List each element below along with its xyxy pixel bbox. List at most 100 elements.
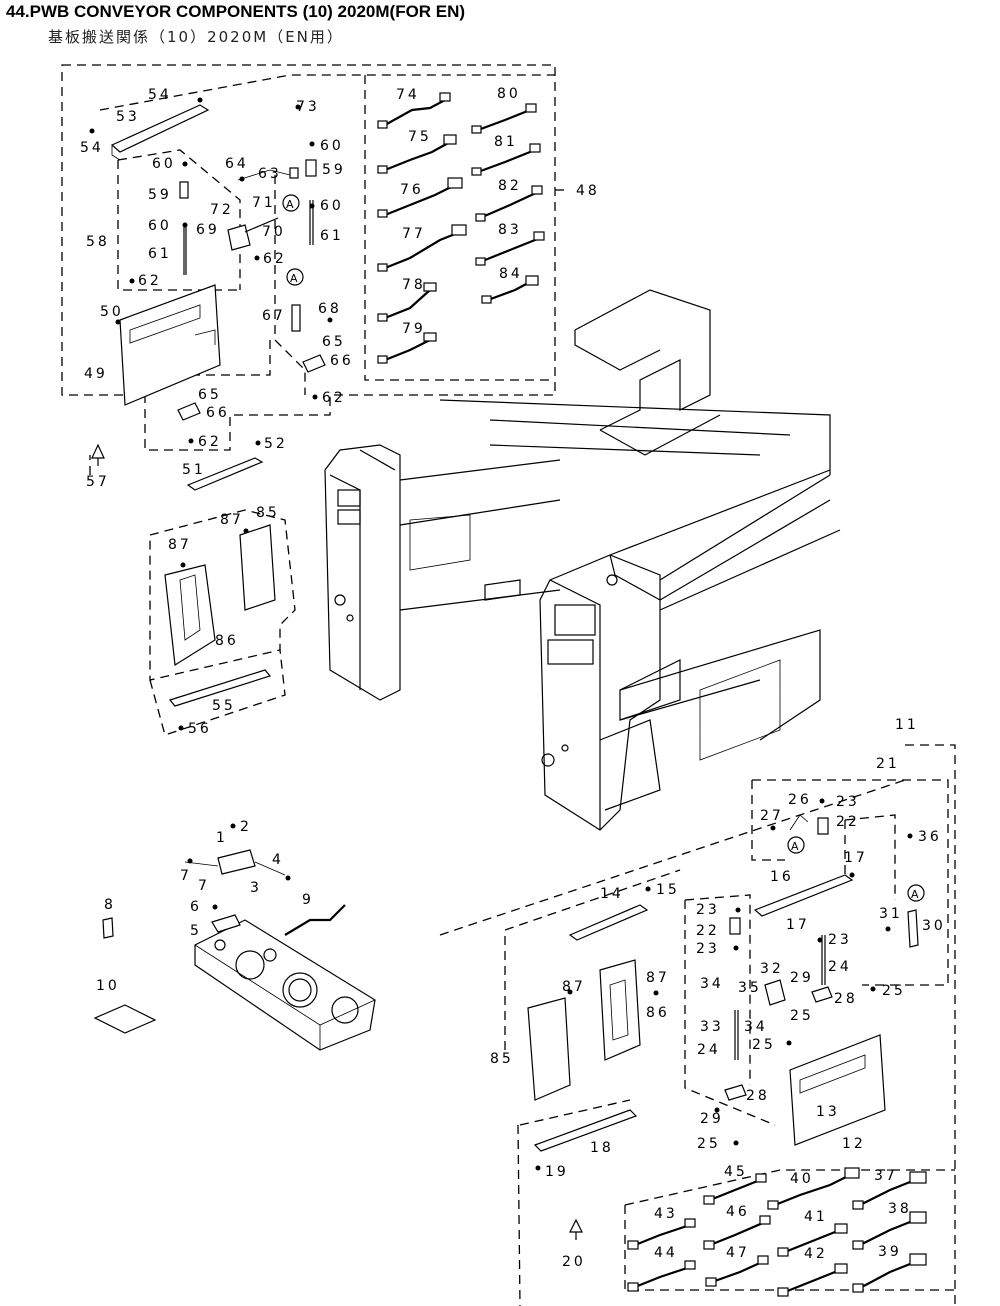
label-35: 35 [738,980,762,996]
label-45: 45 [724,1164,748,1180]
label-67: 67 [262,308,286,324]
part-28-clamp-upper [811,986,833,1003]
label-71: 71 [252,195,276,211]
label-16: 16 [770,869,794,885]
callout-a-1: A [282,194,300,212]
cable-harnesses-37-47 [627,1167,927,1297]
part-24-rod-right [817,817,829,985]
part-85-frame-right [527,997,571,1101]
label-69: 69 [196,222,220,238]
label-7: 7 [180,868,192,884]
part-55-bracket [168,669,272,707]
label-7: 7 [198,878,210,894]
label-20: 20 [562,1254,586,1270]
label-62: 62 [322,390,346,406]
label-13: 13 [816,1104,840,1120]
arrow-57-icon [91,443,105,466]
label-21: 21 [876,756,900,772]
label-23: 23 [836,794,860,810]
label-84: 84 [499,266,523,282]
part-61-rod-left [179,181,189,275]
label-80: 80 [497,86,521,102]
arrow-20-icon [569,1218,583,1240]
label-73: 73 [296,99,320,115]
label-46: 46 [726,1204,750,1220]
label-39: 39 [878,1244,902,1260]
label-62: 62 [198,434,222,450]
label-63: 63 [258,166,282,182]
label-44: 44 [654,1245,678,1261]
label-54: 54 [148,87,172,103]
label-27: 27 [760,808,784,824]
label-24: 24 [697,1042,721,1058]
label-48: 48 [576,183,600,199]
part-53-bracket [110,104,210,153]
part-14-bracket [568,904,649,941]
label-30: 30 [922,918,946,934]
label-12: 12 [842,1136,866,1152]
callout-a-3: A [787,836,805,854]
label-26: 26 [788,792,812,808]
label-28: 28 [746,1088,770,1104]
label-62: 62 [138,273,162,289]
label-86: 86 [646,1005,670,1021]
label-25: 25 [882,983,906,999]
label-23: 23 [696,902,720,918]
group-37-47-outline [624,1169,955,1291]
label-55: 55 [212,698,236,714]
label-74: 74 [396,87,420,103]
label-60: 60 [320,138,344,154]
label-65: 65 [198,387,222,403]
part-35-bracket [764,979,786,1006]
label-1: 1 [216,830,228,846]
part-86-frame-left [164,564,216,667]
label-60: 60 [320,198,344,214]
label-51: 51 [182,462,206,478]
label-62: 62 [263,251,287,267]
part-28-clamp-lower [724,1084,747,1101]
label-11: 11 [895,717,919,733]
label-59: 59 [322,162,346,178]
part-16-bracket [753,874,854,917]
group-85-86-outline [149,509,296,736]
label-54: 54 [80,140,104,156]
label-49: 49 [84,366,108,382]
part-67-sensor [291,304,301,332]
label-34: 34 [700,976,724,992]
cable-harnesses-74-84 [377,92,545,364]
group-21-outline [684,779,949,1126]
part-24-rod-left [729,917,741,1060]
label-34: 34 [744,1019,768,1035]
label-52: 52 [264,436,288,452]
part-1-block [217,849,256,875]
label-58: 58 [86,234,110,250]
label-72: 72 [210,202,234,218]
label-10: 10 [96,978,120,994]
label-61: 61 [148,246,172,262]
callout-a-3-label: A [791,840,799,853]
label-3: 3 [250,880,262,896]
group-11-outline [439,744,956,1306]
part-61-rod-right [305,159,317,245]
label-25: 25 [790,1008,814,1024]
label-47: 47 [726,1245,750,1261]
label-61: 61 [320,228,344,244]
label-66: 66 [206,405,230,421]
part-86-frame-right [599,959,641,1061]
part-65-clamp-upper [302,354,326,373]
label-9: 9 [302,892,314,908]
label-83: 83 [498,222,522,238]
label-40: 40 [790,1171,814,1187]
label-75: 75 [408,129,432,145]
label-22: 22 [696,923,720,939]
label-22: 22 [836,814,860,830]
label-5: 5 [190,923,202,939]
label-87: 87 [220,512,244,528]
label-19: 19 [545,1164,569,1180]
label-81: 81 [494,134,518,150]
label-18: 18 [590,1140,614,1156]
label-87: 87 [562,979,586,995]
label-60: 60 [148,218,172,234]
